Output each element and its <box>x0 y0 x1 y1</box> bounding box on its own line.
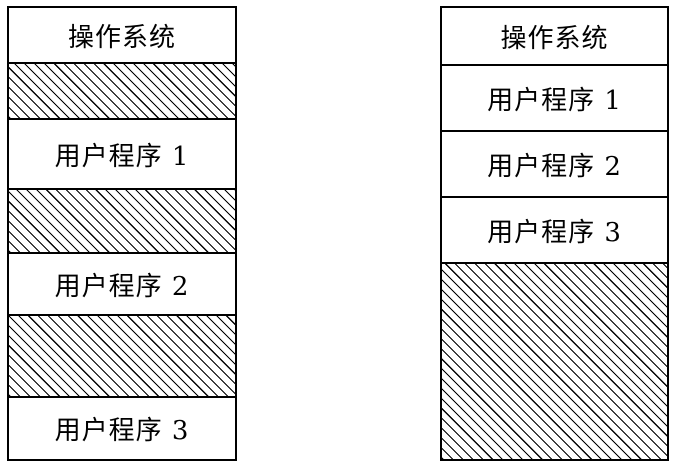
user-program-3-block: 用户程序 3 <box>9 398 235 459</box>
os-block: 操作系统 <box>442 8 667 66</box>
user-program-3-label: 用户程序 3 <box>54 416 190 446</box>
user-program-3-block: 用户程序 3 <box>442 198 667 264</box>
free-fragment-1 <box>9 64 235 120</box>
user-program-2-block: 用户程序 2 <box>9 254 235 316</box>
user-program-2-label: 用户程序 2 <box>54 271 190 302</box>
user-program-2-block: 用户程序 2 <box>442 132 667 198</box>
user-program-1-label: 用户程序 1 <box>54 141 190 172</box>
user-program-1-block: 用户程序 1 <box>442 66 667 132</box>
user-program-2-label: 用户程序 2 <box>487 151 622 182</box>
free-fragment-2 <box>9 190 235 254</box>
os-block: 操作系统 <box>9 8 235 64</box>
os-label: 操作系统 <box>67 22 176 53</box>
memory-layout-after: 操作系统 用户程序 1 用户程序 2 用户程序 3 <box>440 6 669 461</box>
memory-layout-before: 操作系统 用户程序 1 用户程序 2 用户程序 3 <box>7 6 237 461</box>
user-program-1-label: 用户程序 1 <box>487 85 622 116</box>
free-space-block <box>442 264 667 459</box>
os-label: 操作系统 <box>500 23 609 54</box>
user-program-1-block: 用户程序 1 <box>9 120 235 190</box>
user-program-3-label: 用户程序 3 <box>487 217 622 248</box>
free-fragment-3 <box>9 316 235 398</box>
